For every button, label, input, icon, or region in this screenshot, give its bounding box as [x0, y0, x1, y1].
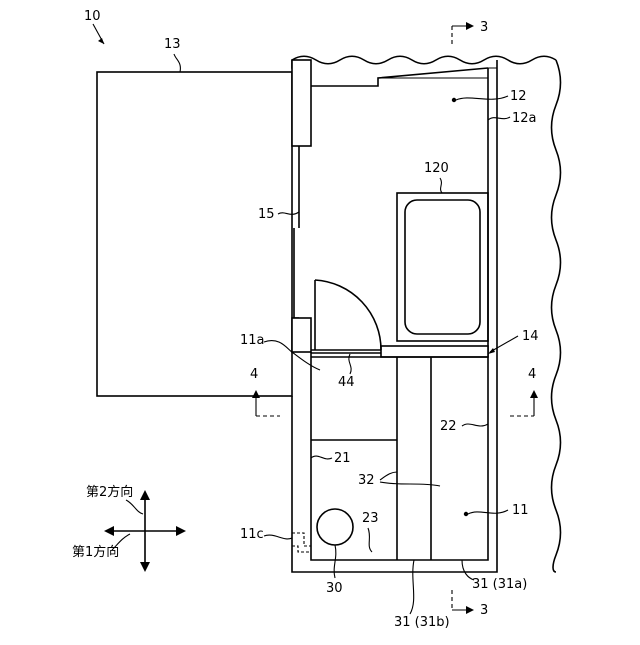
section-mark-3-bottom: 3 — [452, 590, 488, 618]
label-15: 15 — [258, 207, 275, 222]
partition-15 — [294, 146, 299, 318]
leader-14 — [490, 336, 518, 352]
direction-second-arrow-up — [140, 490, 150, 500]
section-3-bottom-arrowhead — [466, 606, 474, 614]
leader-dir-first — [112, 534, 130, 550]
direction-first-arrow-right — [176, 526, 186, 536]
label-12a: 12a — [512, 111, 537, 126]
label-120: 120 — [424, 161, 449, 176]
unit-11-dot — [464, 512, 468, 516]
label-13: 13 — [164, 37, 181, 52]
label-11: 11 — [512, 503, 529, 518]
label-31-31b: 31 (31b) — [394, 615, 450, 630]
label-44: 44 — [338, 375, 355, 390]
leader-dir-second — [126, 500, 143, 514]
inner-wall-right — [311, 68, 488, 560]
section-mark-4-left: 4 — [250, 367, 280, 416]
leader-30 — [334, 545, 336, 578]
direction-indicator: 第2方向 第1方向 — [72, 484, 186, 572]
label-21: 21 — [334, 451, 351, 466]
duct-11c — [292, 533, 311, 552]
leader-12a — [488, 117, 510, 120]
section-mark-4-right: 4 — [510, 367, 538, 416]
leader-12 — [456, 96, 508, 100]
leader-22 — [462, 424, 488, 426]
label-dir-first: 第1方向 — [72, 544, 119, 560]
label-30: 30 — [326, 581, 343, 596]
leader-120 — [440, 178, 442, 193]
label-22: 22 — [440, 419, 457, 434]
label-dir-second: 第2方向 — [86, 484, 133, 500]
bathtub-outer — [397, 193, 488, 341]
section-3-top-arrowhead — [466, 22, 474, 30]
leader-21 — [311, 456, 332, 459]
outer-wall-right — [292, 60, 497, 572]
leader-15 — [278, 212, 299, 214]
section-4-right-arrowhead — [530, 390, 538, 398]
arrow-14-head — [488, 348, 495, 354]
section-4-left-arrowhead — [252, 390, 260, 398]
label-4-left: 4 — [250, 367, 258, 382]
label-14: 14 — [522, 329, 539, 344]
door-44-threshold — [311, 350, 381, 353]
door-44-swing — [315, 280, 381, 350]
label-10: 10 — [84, 9, 101, 24]
direction-second-arrow-down — [140, 562, 150, 572]
direction-first-arrow-left — [104, 526, 114, 536]
leader-23 — [368, 528, 372, 552]
figure-number-group: 10 — [84, 9, 104, 44]
label-4-right: 4 — [528, 367, 536, 382]
outer-wall-top-step — [311, 68, 488, 86]
floor-slab-14 — [381, 346, 488, 357]
label-31-31a: 31 (31a) — [472, 577, 527, 592]
label-12: 12 — [510, 89, 527, 104]
label-3-bottom: 3 — [480, 603, 488, 618]
bathtub-inner — [405, 200, 480, 334]
wall-post-top — [292, 60, 311, 146]
label-3-top: 3 — [480, 20, 488, 35]
section-mark-3-top: 3 — [452, 20, 488, 44]
leader-32-a — [380, 472, 397, 480]
leader-31b — [410, 560, 414, 614]
right-break-line — [552, 60, 561, 572]
label-11c: 11c — [240, 527, 264, 542]
room-12-dot — [452, 98, 456, 102]
leader-13 — [174, 54, 180, 72]
wall-post-11a — [292, 318, 311, 352]
top-break-line — [292, 56, 556, 64]
label-11a: 11a — [240, 333, 265, 348]
label-23: 23 — [362, 511, 379, 526]
arrow-10-head — [98, 38, 104, 44]
tank-30 — [317, 509, 353, 545]
label-32: 32 — [358, 473, 375, 488]
leader-11c — [264, 535, 292, 539]
